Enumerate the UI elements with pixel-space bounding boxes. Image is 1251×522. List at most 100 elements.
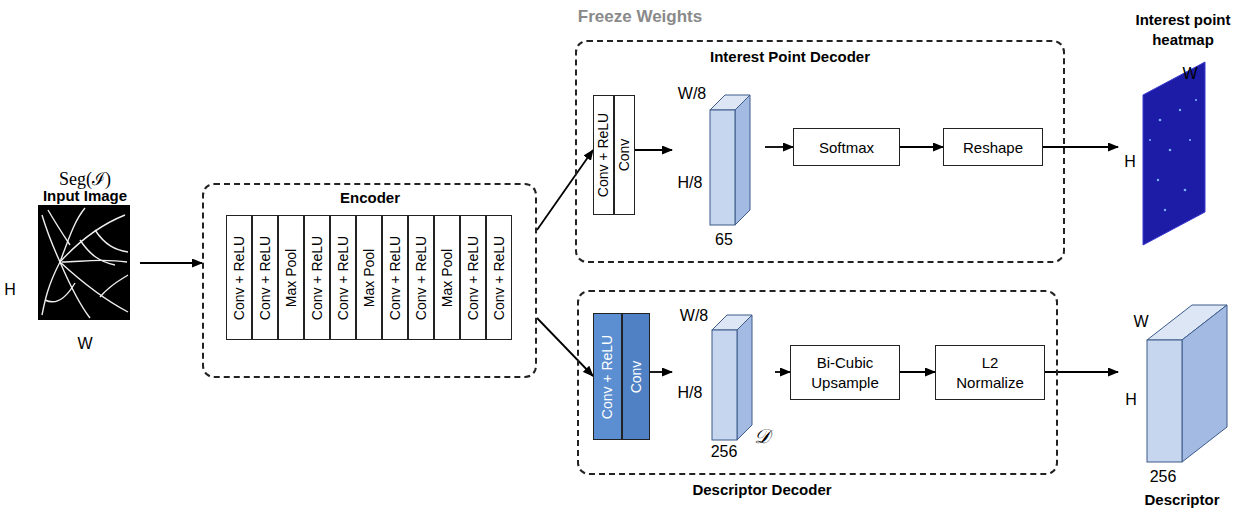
text-holder: 65 — [715, 231, 733, 249]
label-text: W/8 — [678, 85, 706, 102]
text-holder: W — [1133, 313, 1148, 331]
label-text: Reshape — [963, 139, 1023, 156]
layer-box: Conv + ReLU — [593, 95, 614, 215]
label-text: 𝒟 — [754, 425, 770, 447]
illustration — [672, 78, 765, 252]
text-holder: W — [1182, 65, 1197, 83]
layer-box: Conv + ReLU — [330, 215, 356, 340]
layer-box: Conv + ReLU — [304, 215, 330, 340]
text-holder: Descriptor Decoder — [692, 481, 831, 499]
label-text: H/8 — [678, 384, 703, 401]
layer-box: Conv + ReLU — [226, 215, 252, 340]
text-holder: H/8 — [678, 384, 703, 402]
label-text: Conv — [617, 139, 633, 172]
layer-box: Conv + ReLU — [460, 215, 486, 340]
text-holder: H — [4, 281, 16, 299]
text-holder: Interest point heatmap — [1125, 10, 1241, 50]
label-text: Conv + ReLU — [257, 235, 273, 319]
label-text: Conv + ReLU — [413, 235, 429, 319]
label-text: H — [1124, 153, 1136, 170]
text-holder: W/8 — [680, 307, 708, 325]
process-box: Reshape — [943, 128, 1043, 166]
flow-arrow — [537, 150, 593, 230]
layer-box: Max Pool — [434, 215, 460, 340]
input-image: Seg(ℐ)Input ImageH W — [2, 163, 140, 360]
flow-arrow — [765, 146, 793, 148]
flow-arrow — [900, 146, 943, 148]
heatmap-output: Interest point heatmapW H — [1118, 8, 1246, 255]
layer-box: Conv + ReLU — [382, 215, 408, 340]
text-holder: W/8 — [678, 85, 706, 103]
feature-tensor: W/8H/8 256 𝒟 — [672, 300, 775, 465]
label-text: Conv + ReLU — [387, 235, 403, 319]
text-holder: 256 — [1150, 468, 1177, 486]
layer-box: Max Pool — [278, 215, 304, 340]
layer-box: Conv + ReLU — [593, 313, 622, 440]
label-text: Interest Point Decoder — [710, 48, 870, 65]
label-text: H — [4, 281, 16, 298]
label-text: Input Image — [43, 187, 127, 204]
label-text: 65 — [715, 231, 733, 248]
label-text: Softmax — [819, 139, 874, 156]
layer-box: Conv + ReLU — [408, 215, 434, 340]
label-text: Max Pool — [361, 248, 377, 306]
text-holder: Encoder — [340, 189, 400, 207]
layer-box: Conv + ReLU — [252, 215, 278, 340]
flow-arrow — [650, 371, 672, 373]
label-text: W — [77, 335, 92, 352]
label-text: Bi-Cubic Upsample — [805, 353, 885, 392]
layer-box: Conv — [622, 313, 650, 440]
descriptor-output: W H 256Descriptor — [1118, 290, 1246, 512]
layer-box: Conv — [614, 95, 635, 215]
label-text: H — [1125, 391, 1137, 408]
text-holder: 256 — [711, 443, 738, 461]
label-text: Descriptor Decoder — [692, 481, 831, 498]
text-holder: W — [77, 335, 92, 353]
label-text: Descriptor — [1144, 491, 1219, 508]
label-text: L2 Normalize — [950, 353, 1030, 392]
text-holder: H/8 — [678, 174, 703, 192]
flow-arrow — [900, 371, 935, 373]
label-text: Max Pool — [283, 248, 299, 306]
label-text: Conv + ReLU — [309, 235, 325, 319]
interest-point-decoder: Interest Point DecoderConv + ReLU Conv W/8… — [575, 40, 1065, 263]
label-text: W — [1182, 65, 1197, 82]
feature-tensor: W/8H/8 65 — [672, 78, 765, 252]
label-text: Conv — [628, 360, 644, 393]
text-holder: H — [1124, 153, 1136, 171]
flow-arrow — [537, 318, 593, 376]
flow-arrow — [1043, 146, 1118, 148]
descriptor-decoder: Descriptor Decoder Conv + ReLU Conv W/8H/8 2… — [577, 290, 1058, 502]
text-holder: Input Image — [43, 187, 127, 205]
label-text: W/8 — [680, 307, 708, 324]
label-text: Interest point heatmap — [1135, 11, 1230, 48]
encoder-block: EncoderConv + ReLU Conv + ReLU Max Pool Con… — [202, 183, 537, 378]
text-holder: H — [1125, 391, 1137, 409]
flow-arrow — [635, 149, 672, 151]
label-text: Conv + ReLU — [491, 235, 507, 319]
label-text: Conv + ReLU — [596, 113, 612, 197]
flow-arrow — [1045, 371, 1118, 373]
label-text: Conv + ReLU — [231, 235, 247, 319]
flow-arrow — [775, 371, 790, 373]
label-text: Seg(ℐ) — [59, 169, 111, 189]
label-text: 256 — [711, 443, 738, 460]
label-text: Conv + ReLU — [600, 334, 616, 418]
layer-box: Max Pool — [356, 215, 382, 340]
text-holder: Descriptor — [1144, 491, 1219, 509]
process-box: L2 Normalize — [935, 345, 1045, 400]
label-text: 256 — [1150, 468, 1177, 485]
label-text: Conv + ReLU — [335, 235, 351, 319]
process-box: Bi-Cubic Upsample — [790, 345, 900, 400]
text-holder: Interest Point Decoder — [710, 48, 870, 66]
flow-arrow — [140, 262, 202, 264]
label-text: W — [1133, 313, 1148, 330]
label-text: H/8 — [678, 174, 703, 191]
label-text: Encoder — [340, 189, 400, 206]
label-text: Freeze Weights — [578, 7, 702, 26]
text-holder: 𝒟 — [754, 425, 770, 448]
label-text: Max Pool — [439, 248, 455, 306]
text-holder: Seg(ℐ) — [59, 166, 111, 190]
layer-box: Conv + ReLU — [486, 215, 512, 340]
